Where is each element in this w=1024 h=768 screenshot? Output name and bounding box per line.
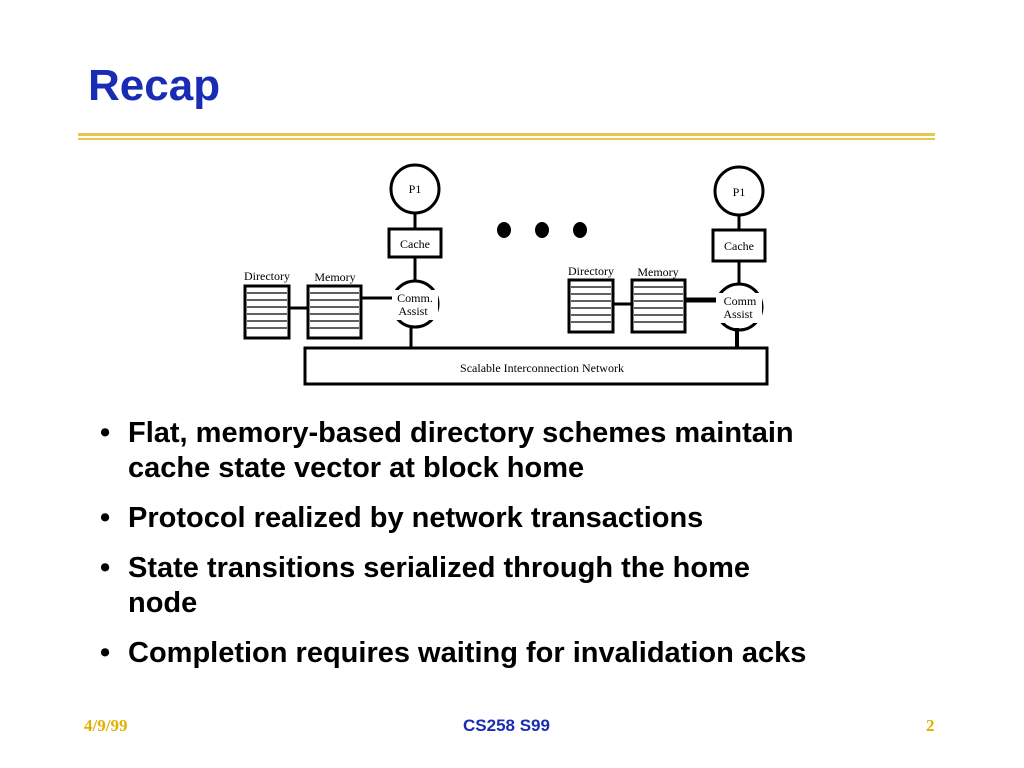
footer-page-number: 2: [926, 716, 935, 735]
bullet-text-line: Flat, memory-based directory schemes mai…: [128, 417, 794, 449]
left-memory-box: [306, 284, 363, 340]
bullet-list: • Flat, memory-based directory schemes m…: [100, 416, 950, 686]
bullet-item: • Completion requires waiting for invali…: [100, 636, 950, 671]
left-comm-assist-label-2: Assist: [398, 304, 428, 318]
bullet-icon: •: [100, 417, 111, 449]
bullet-text-line: cache state vector at block home: [128, 452, 585, 484]
bullet-icon: •: [100, 637, 111, 669]
bullet-icon: •: [100, 502, 111, 534]
bullet-icon: •: [100, 552, 111, 584]
right-comm-assist-label-2: Assist: [723, 307, 753, 321]
right-comm-assist-label-1: Comm: [724, 294, 757, 308]
left-comm-assist-label-1: Comm.: [397, 291, 433, 305]
right-cache-box: [711, 228, 767, 263]
ellipsis-icon: [497, 222, 587, 238]
architecture-diagram: P1 Cache Comm. Assist Directory Memory: [243, 163, 769, 386]
bullet-text-line: State transitions serialized through the…: [128, 552, 750, 584]
title-divider-bottom: [78, 138, 935, 140]
left-node: P1 Cache Comm. Assist Directory Memory: [243, 163, 443, 348]
bullet-item: • Flat, memory-based directory schemes m…: [100, 416, 950, 486]
footer-date: 4/9/99: [84, 716, 128, 735]
left-processor-label: P1: [409, 182, 422, 196]
left-directory-label: Directory: [244, 269, 290, 283]
right-memory-box: [630, 278, 687, 334]
left-memory-label: Memory: [314, 270, 355, 284]
bullet-item: • State transitions serialized through t…: [100, 551, 950, 621]
bullet-text-line: Completion requires waiting for invalida…: [128, 637, 807, 669]
bullet-text-line: Protocol realized by network transaction…: [128, 502, 704, 534]
right-cache-label: Cache: [724, 239, 754, 253]
slide-title: Recap: [88, 61, 221, 110]
right-node: P1 Cache Comm Assist Directory Memory: [567, 165, 767, 353]
right-directory-label: Directory: [568, 264, 614, 278]
title-divider-top: [78, 133, 935, 136]
right-directory-box: [567, 278, 615, 334]
left-cache-label: Cache: [400, 237, 430, 251]
bullet-item: • Protocol realized by network transacti…: [100, 501, 950, 536]
right-memory-label: Memory: [637, 265, 678, 279]
interconnect-network-label: Scalable Interconnection Network: [460, 361, 624, 375]
bullet-text-line: node: [128, 587, 198, 619]
right-processor-label: P1: [733, 185, 746, 199]
footer-course: CS258 S99: [463, 716, 550, 735]
left-directory-box: [243, 284, 291, 340]
interconnect-network-box: [303, 346, 769, 386]
